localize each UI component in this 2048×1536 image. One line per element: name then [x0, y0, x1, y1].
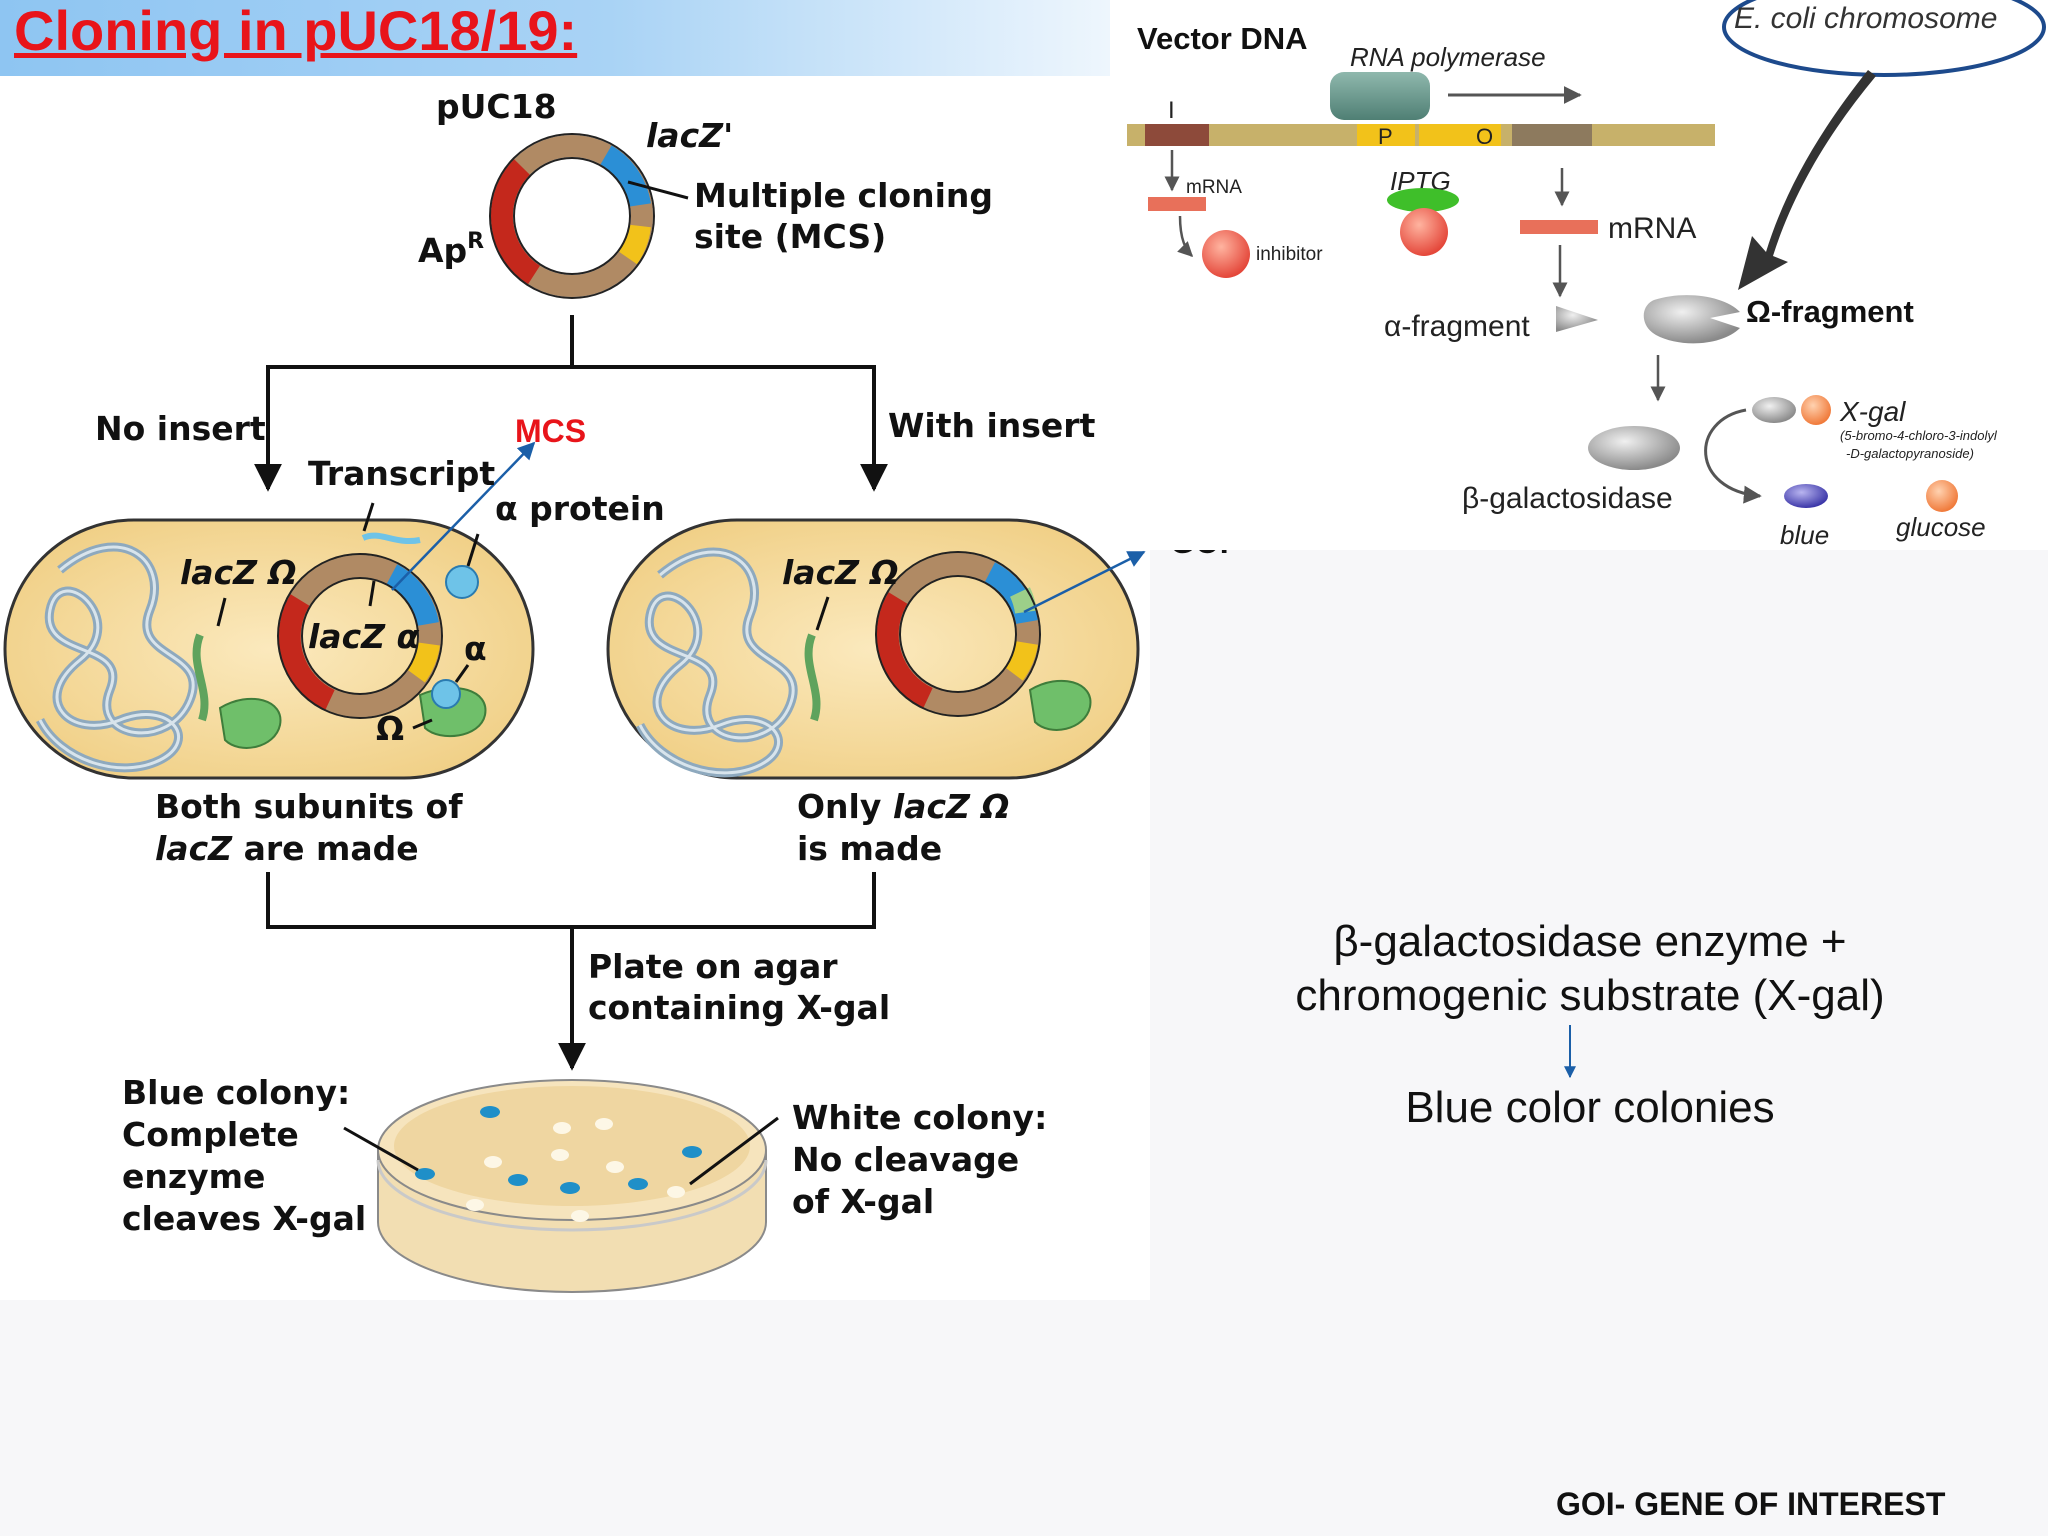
mcs-callout: MCS [515, 413, 586, 449]
merge-lines [266, 872, 876, 1071]
glucose-label: glucose [1896, 512, 1986, 542]
rna-polymerase-label: RNA polymerase [1350, 42, 1546, 72]
lacz-alpha-label: lacZ α [308, 617, 420, 656]
mrna-small-label: mRNA [1186, 177, 1242, 198]
vector-dna-label: Vector DNA [1137, 21, 1308, 56]
summary-line1: β-galactosidase enzyme + [1333, 917, 1847, 966]
title-banner: Cloning in pUC18/19: [0, 0, 1110, 76]
slide-title: Cloning in pUC18/19: [14, 0, 578, 62]
branch-lines [254, 315, 888, 492]
xgal-chem-line1: (5-bromo-4-chloro-3-indolyl [1840, 428, 1998, 443]
left-result-line1: Both subunits of [155, 787, 463, 826]
lacz-prime-label: lacZ' [646, 116, 733, 155]
no-insert-label: No insert [95, 409, 266, 448]
left-result-line2: lacZ are made [155, 829, 419, 868]
transcript-label: Transcript [308, 454, 495, 493]
footer-goi-note: GOI- GENE OF INTEREST [1556, 1486, 1946, 1522]
omega-fragment-label: Ω-fragment [1746, 294, 1914, 329]
right-result-line1: Only lacZ Ω [797, 787, 1009, 826]
apr-label: ApR [418, 229, 484, 270]
lac-operon-dna [1127, 72, 1715, 146]
right-result-line2: is made [797, 829, 942, 868]
mcs-label-line2: site (MCS) [694, 217, 886, 256]
puc18-plasmid [489, 133, 689, 299]
lacz-omega-label-left: lacZ Ω [180, 553, 297, 592]
blue-label: blue [1780, 520, 1829, 550]
summary-line2: chromogenic substrate (X-gal) [1295, 971, 1885, 1020]
mrna-label: mRNA [1608, 212, 1696, 245]
operator-label: O [1476, 124, 1493, 149]
lac-operon-figure: Vector DNA E. coli chromosome RNA polyme… [1110, 0, 2048, 550]
inhibitor-label: inhibitor [1256, 244, 1323, 265]
plate-line2: containing X-gal [588, 988, 890, 1027]
xgal-label: X-gal [1839, 396, 1906, 427]
alpha-fragment-label: α-fragment [1384, 310, 1530, 343]
alpha-label: α [464, 629, 487, 668]
alpha-protein-label: α protein [495, 489, 665, 528]
lacz-omega-label-right: lacZ Ω [782, 553, 899, 592]
puc-cloning-figure: pUC18 lacZ' Multiple cloning site (MCS) … [0, 76, 1150, 1300]
beta-gal-label: β-galactosidase [1462, 482, 1673, 515]
ecoli-chromosome-label: E. coli chromosome [1734, 2, 1997, 35]
cell-with-insert [606, 518, 1140, 780]
gene-i-label: I [1168, 97, 1175, 124]
summary-text: β-galactosidase enzyme + chromogenic sub… [1230, 915, 1950, 1135]
summary-arrow [1564, 1025, 1576, 1079]
plasmid-name: pUC18 [436, 87, 557, 126]
colonies [415, 1106, 702, 1222]
white-colony-label: White colony: No cleavage of X-gal [792, 1098, 1059, 1221]
cell-no-insert [3, 518, 535, 780]
plate-line1: Plate on agar [588, 947, 838, 986]
summary-result: Blue color colonies [1405, 1083, 1775, 1132]
xgal-chem-line2: -D-galactopyranoside) [1846, 446, 1974, 461]
blue-colony-label: Blue colony: Complete enzyme cleaves X-g… [122, 1073, 366, 1238]
big-arrow [1738, 70, 1876, 290]
mcs-label-line1: Multiple cloning [694, 176, 993, 215]
with-insert-label: With insert [888, 406, 1096, 445]
promoter-label: P [1378, 124, 1393, 149]
omega-label: Ω [376, 709, 404, 748]
ecoli-chromosome-circle [1722, 0, 2046, 77]
